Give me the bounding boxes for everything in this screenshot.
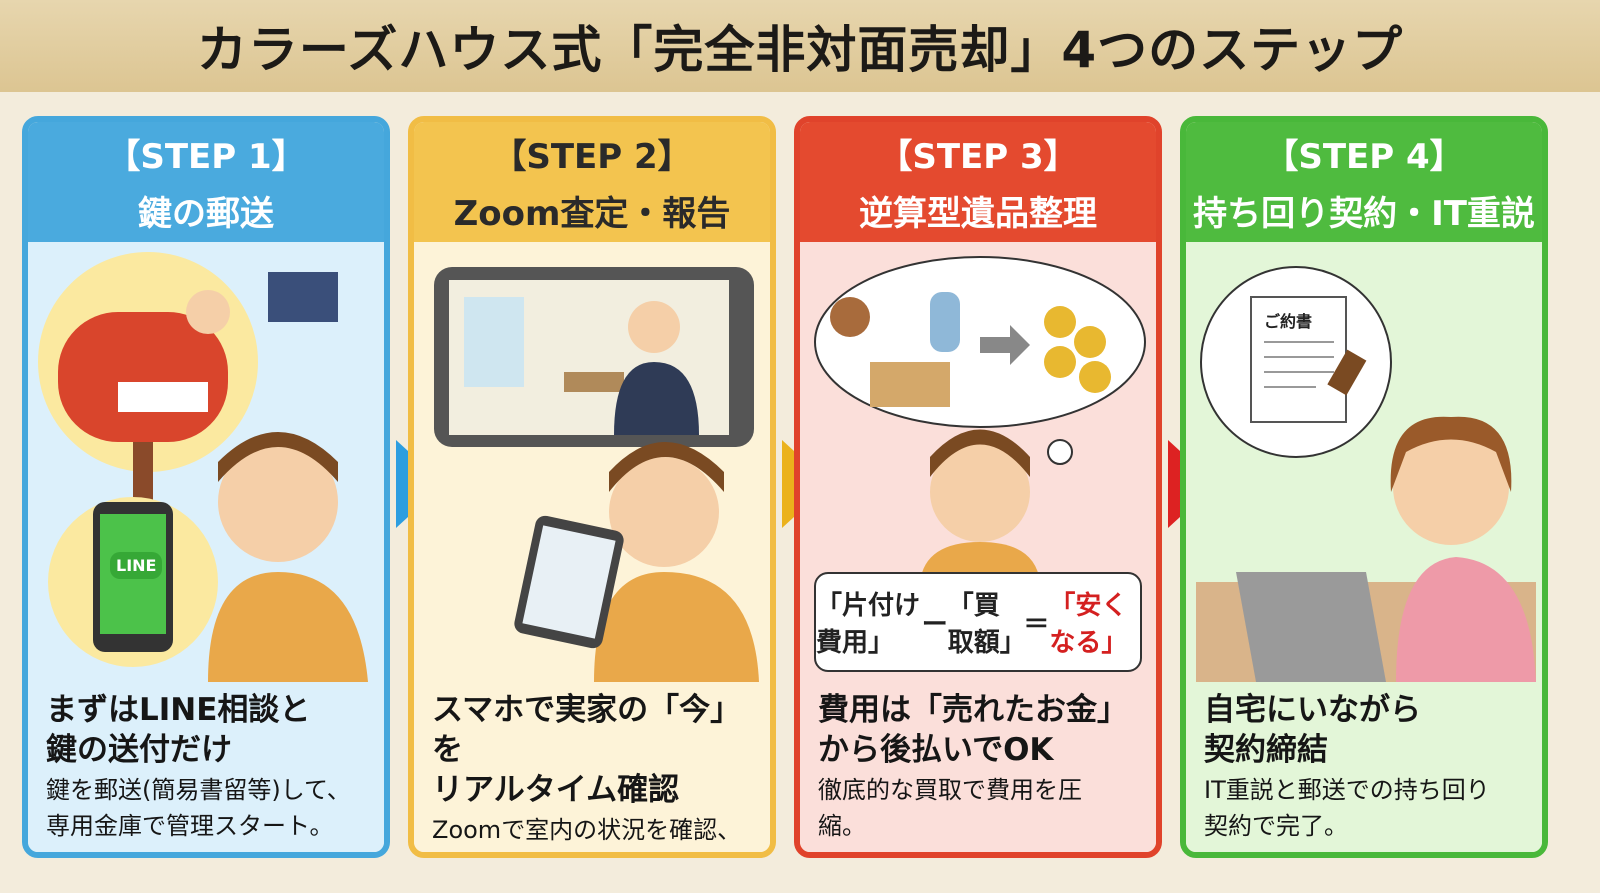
step-main-line-1: 自宅にいながら bbox=[1204, 692, 1421, 728]
step-title: 逆算型遺品整理 bbox=[859, 194, 1097, 234]
step-title: 持ち回り契約・IT重説 bbox=[1193, 194, 1535, 234]
step-sub-line-2: 精度の高い査定額を提案。 bbox=[432, 850, 760, 852]
minus-sign: ー bbox=[921, 609, 948, 640]
step-main-line-2: 鍵の送付だけ bbox=[46, 732, 232, 768]
step-main-line-1: スマホで実家の「今」を bbox=[432, 692, 742, 768]
step-4-card: 【STEP 4】持ち回り契約・IT重説 ご約書 自宅にいながら契約締結 IT重説と… bbox=[1180, 116, 1548, 858]
step-sub-line-1: Zoomで室内の状況を確認、 bbox=[432, 816, 742, 844]
contract-document-label: ご約書 bbox=[1264, 312, 1313, 331]
equation-cleanup-cost: 「片付け費用」 bbox=[816, 591, 921, 658]
step-title: 鍵の郵送 bbox=[138, 194, 274, 234]
step-sub-line-1: IT重説と郵送での持ち回り bbox=[1204, 776, 1490, 804]
step-1-card: 【STEP 1】鍵の郵送 LINE まずはLINE相談と鍵の送付だけ鍵を郵送(簡… bbox=[22, 116, 390, 858]
equation-result: 「安くなる」 bbox=[1049, 591, 1128, 658]
step-sub-line-1: 徹底的な買取で費用を圧 bbox=[818, 776, 1082, 804]
step-main-line-2: から後払いでOK bbox=[818, 732, 1054, 768]
cost-equation: 「片付け費用」 ー 「買取額」 ＝ 「安くなる」 bbox=[814, 572, 1142, 672]
page-title: カラーズハウス式「完全非対面売却」4つのステップ bbox=[196, 21, 1404, 79]
step-sub-line-1: 鍵を郵送(簡易書留等)して、 bbox=[46, 776, 351, 804]
equals-sign: ＝ bbox=[1023, 609, 1050, 640]
step-2-card: 【STEP 2】 Zoom査定・報告 スマホで実家の「今」をリアルタイム確認 Zoo… bbox=[408, 116, 776, 858]
step-label: 【STEP 3】 bbox=[878, 137, 1078, 177]
line-app-label: LINE bbox=[110, 552, 163, 579]
thought-bubble-illustration bbox=[814, 256, 1146, 582]
contract-laptop-illustration bbox=[1196, 266, 1536, 682]
step-sub-line-2: 専用金庫で管理スタート。 bbox=[46, 812, 334, 840]
step-3-card: 【STEP 3】逆算型遺品整理 「片付け費用」 ー 「買取額」 ＝ 「安くなる」… bbox=[794, 116, 1162, 858]
step-title: Zoom査定・報告 bbox=[453, 194, 731, 234]
step-main-line-2: リアルタイム確認 bbox=[432, 772, 680, 808]
title-banner: カラーズハウス式「完全非対面売却」4つのステップ bbox=[0, 0, 1600, 92]
step-main-line-1: 費用は「売れたお金」 bbox=[818, 692, 1128, 728]
step-label: 【STEP 4】 bbox=[1264, 137, 1464, 177]
step-sub-line-2: 契約で完了。 bbox=[1204, 812, 1348, 840]
step-label: 【STEP 2】 bbox=[492, 137, 692, 177]
step-main-line-2: 契約締結 bbox=[1204, 732, 1328, 768]
mailbox-key-illustration bbox=[38, 252, 368, 682]
equation-purchase-amount: 「買取額」 bbox=[947, 591, 1026, 658]
zoom-tablet-illustration bbox=[434, 267, 759, 682]
step-main-line-1: まずはLINE相談と bbox=[46, 692, 311, 728]
step-label: 【STEP 1】 bbox=[106, 137, 306, 177]
step-sub-line-2: 縮。 bbox=[818, 812, 866, 840]
